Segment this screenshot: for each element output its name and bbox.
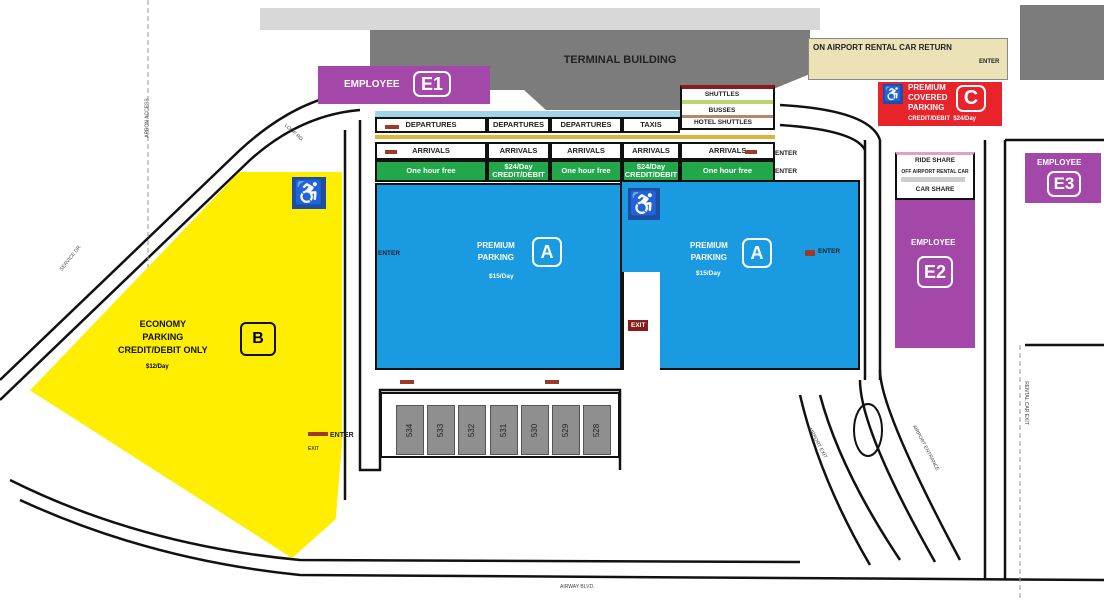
a-rate: $15/Day bbox=[489, 273, 514, 280]
arrow-icon bbox=[385, 150, 397, 154]
e2-label: EMPLOYEE bbox=[911, 238, 956, 247]
apron bbox=[260, 8, 820, 30]
enter-sign: ENTER bbox=[775, 168, 798, 175]
arrow-icon bbox=[400, 380, 414, 384]
short-term-parking[interactable]: One hour free bbox=[550, 160, 622, 182]
premium-lot-a-left[interactable]: PREMIUM PARKING A $15/Day bbox=[375, 183, 622, 370]
arrow-icon bbox=[308, 432, 328, 436]
a-line: PARKING bbox=[690, 253, 728, 262]
rental-return-label: ON AIRPORT RENTAL CAR RETURN bbox=[813, 43, 952, 52]
c-line: PREMIUM bbox=[908, 83, 946, 92]
hotel-shuttles-label: HOTEL SHUTTLES bbox=[693, 119, 753, 126]
garage-space: 529 bbox=[552, 405, 580, 455]
off-airport-rental-label: OFF AIRPORT RENTAL CAR bbox=[901, 169, 969, 175]
shuttles-label: SHUTTLES bbox=[704, 91, 740, 98]
enter-sign: ENTER bbox=[818, 248, 841, 255]
short-term-parking[interactable]: One hour free bbox=[680, 160, 775, 182]
b-rate: $12/Day bbox=[146, 364, 169, 370]
rental-car-return-area[interactable]: ON AIRPORT RENTAL CAR RETURN ENTER bbox=[808, 38, 1008, 80]
transit-area: SHUTTLES BUSSES HOTEL SHUTTLES bbox=[680, 85, 775, 130]
e2-code: E2 bbox=[917, 256, 953, 288]
a-line: PREMIUM bbox=[690, 241, 728, 250]
employee-lot-e2[interactable]: EMPLOYEE E2 bbox=[895, 200, 975, 348]
garage-space: 532 bbox=[458, 405, 486, 455]
street-label: APRON ACCESS bbox=[144, 98, 151, 138]
b-line: PARKING bbox=[142, 332, 184, 342]
a-code: A bbox=[742, 238, 772, 268]
short-term-parking[interactable]: One hour free bbox=[375, 160, 487, 182]
wheelchair-icon: ♿ bbox=[628, 188, 660, 220]
e1-label: EMPLOYEE bbox=[344, 79, 400, 90]
departures-lane: DEPARTURES bbox=[487, 117, 550, 133]
street-label: RENTAL CAR EXIT bbox=[1022, 381, 1029, 425]
short-term-parking[interactable]: $24/Day CREDIT/DEBIT bbox=[622, 160, 680, 182]
car-share-label: CAR SHARE bbox=[915, 186, 955, 193]
b-code: B bbox=[240, 322, 276, 356]
departures-lane: DEPARTURES bbox=[375, 117, 487, 133]
a-line: PREMIUM bbox=[477, 241, 515, 250]
c-rate: CREDIT/DEBIT $24/Day bbox=[908, 116, 977, 122]
arrow-icon bbox=[805, 250, 815, 256]
taxis-lane: TAXIS bbox=[622, 117, 680, 133]
terminal-label: TERMINAL BUILDING bbox=[563, 54, 677, 66]
employee-lot-e3[interactable]: EMPLOYEE E3 bbox=[1025, 153, 1101, 203]
busses-label: BUSSES bbox=[708, 107, 736, 114]
arrivals-lane: ARRIVALS bbox=[680, 142, 775, 160]
wheelchair-icon: ♿ bbox=[292, 177, 326, 209]
a-rate: $15/Day bbox=[696, 270, 721, 277]
ride-share-label: RIDE SHARE bbox=[914, 157, 956, 164]
employee-lot-e1[interactable]: EMPLOYEE E1 bbox=[318, 66, 490, 104]
wheelchair-icon: ♿ bbox=[883, 84, 903, 104]
exit-sign: EXIT bbox=[308, 446, 320, 452]
arrow-icon bbox=[385, 125, 399, 129]
a-line: PARKING bbox=[477, 253, 515, 262]
arrow-icon bbox=[545, 380, 559, 384]
garage-space: 528 bbox=[583, 405, 611, 455]
hangar-building bbox=[1020, 5, 1104, 80]
rental-return-enter: ENTER bbox=[979, 59, 1000, 65]
c-code: C bbox=[956, 85, 986, 112]
arrivals-lane: ARRIVALS bbox=[622, 142, 680, 160]
departures-lane: DEPARTURES bbox=[550, 117, 622, 133]
arrow-icon bbox=[745, 150, 757, 154]
b-line: ECONOMY bbox=[139, 319, 187, 329]
garage-space: 530 bbox=[521, 405, 549, 455]
ride-share-area[interactable]: RIDE SHARE OFF AIRPORT RENTAL CAR CAR SH… bbox=[895, 152, 975, 200]
enter-sign: ENTER bbox=[330, 432, 354, 439]
arrivals-lane: ARRIVALS bbox=[550, 142, 622, 160]
premium-lot-a-right[interactable]: PREMIUM PARKING A $15/Day ♿ bbox=[620, 180, 860, 370]
e1-code: E1 bbox=[413, 71, 451, 97]
short-term-parking[interactable]: $24/Day CREDIT/DEBIT bbox=[487, 160, 550, 182]
e3-label: EMPLOYEE bbox=[1037, 158, 1082, 167]
arrivals-lane: ARRIVALS bbox=[487, 142, 550, 160]
enter-sign: ENTER bbox=[775, 150, 798, 157]
b-line: CREDIT/DEBIT ONLY bbox=[118, 345, 208, 355]
garage-area bbox=[380, 392, 620, 458]
exit-lane: EXIT bbox=[622, 272, 660, 370]
garage-space: 534 bbox=[396, 405, 424, 455]
e3-code: E3 bbox=[1047, 171, 1081, 197]
exit-sign: EXIT bbox=[628, 320, 649, 331]
c-line: PARKING bbox=[908, 103, 945, 112]
enter-sign: ENTER bbox=[378, 250, 401, 257]
garage-space: 533 bbox=[427, 405, 455, 455]
c-line: COVERED bbox=[908, 93, 948, 102]
a-code: A bbox=[532, 237, 562, 267]
arrivals-lane: ARRIVALS bbox=[375, 142, 487, 160]
garage-space: 531 bbox=[490, 405, 518, 455]
street-label: AIRWAY BLVD. bbox=[560, 584, 595, 590]
premium-covered-lot-c[interactable]: ♿ PREMIUM COVERED PARKING C CREDIT/DEBIT… bbox=[878, 82, 1002, 126]
